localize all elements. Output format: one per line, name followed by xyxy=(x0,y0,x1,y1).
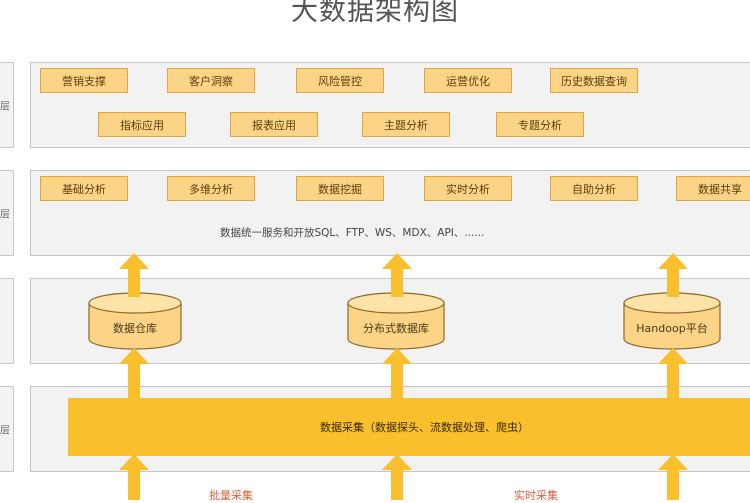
analysis-box-realtime: 实时分析 xyxy=(424,176,512,201)
app-box-history-query: 历史数据查询 xyxy=(550,68,638,93)
analysis-box-multidim: 多维分析 xyxy=(167,176,255,201)
side-label-application: 层 xyxy=(0,62,14,148)
up-arrow-icon xyxy=(382,454,412,500)
up-arrow-icon xyxy=(658,348,688,400)
db-label-hadoop: Handoop平台 xyxy=(636,322,708,335)
up-arrow-icon xyxy=(382,253,412,297)
database-icon-distributed xyxy=(347,292,445,350)
analysis-box-selfservice: 自助分析 xyxy=(550,176,638,201)
side-label-collection: 层 xyxy=(0,386,14,472)
side-label-analysis: 层 xyxy=(0,170,14,256)
up-arrow-icon xyxy=(119,454,149,500)
app-box-indicator: 指标应用 xyxy=(98,112,186,137)
collection-band-label: 数据采集（数据探头、流数据处理、爬虫） xyxy=(320,421,529,434)
database-icon-warehouse xyxy=(88,292,182,350)
analysis-box-sharing: 数据共享 xyxy=(676,176,750,201)
analysis-box-mining: 数据挖掘 xyxy=(296,176,384,201)
db-label-distributed: 分布式数据库 xyxy=(363,322,429,335)
app-box-special-analysis: 专题分析 xyxy=(496,112,584,137)
batch-collection-label: 批量采集 xyxy=(209,489,253,502)
app-box-report: 报表应用 xyxy=(230,112,318,137)
db-label-warehouse: 数据仓库 xyxy=(113,322,157,335)
up-arrow-icon xyxy=(119,348,149,400)
analysis-box-basic: 基础分析 xyxy=(40,176,128,201)
side-label-storage xyxy=(0,278,14,364)
analysis-layer xyxy=(30,170,750,256)
up-arrow-icon xyxy=(382,348,412,400)
app-box-marketing: 营销支撑 xyxy=(40,68,128,93)
app-box-risk-control: 风险管控 xyxy=(296,68,384,93)
app-box-customer-insight: 客户洞察 xyxy=(167,68,255,93)
realtime-collection-label: 实时采集 xyxy=(514,489,558,502)
service-text: 数据统一服务和开放SQL、FTP、WS、MDX、API、...... xyxy=(220,227,485,239)
app-box-operation-opt: 运营优化 xyxy=(424,68,512,93)
up-arrow-icon xyxy=(658,454,688,500)
app-box-topic-analysis: 主题分析 xyxy=(362,112,450,137)
data-collection-band: 数据采集（数据探头、流数据处理、爬虫） xyxy=(68,398,750,456)
up-arrow-icon xyxy=(119,253,149,297)
up-arrow-icon xyxy=(658,253,688,297)
diagram-title: 大数据架构图 xyxy=(291,0,459,27)
